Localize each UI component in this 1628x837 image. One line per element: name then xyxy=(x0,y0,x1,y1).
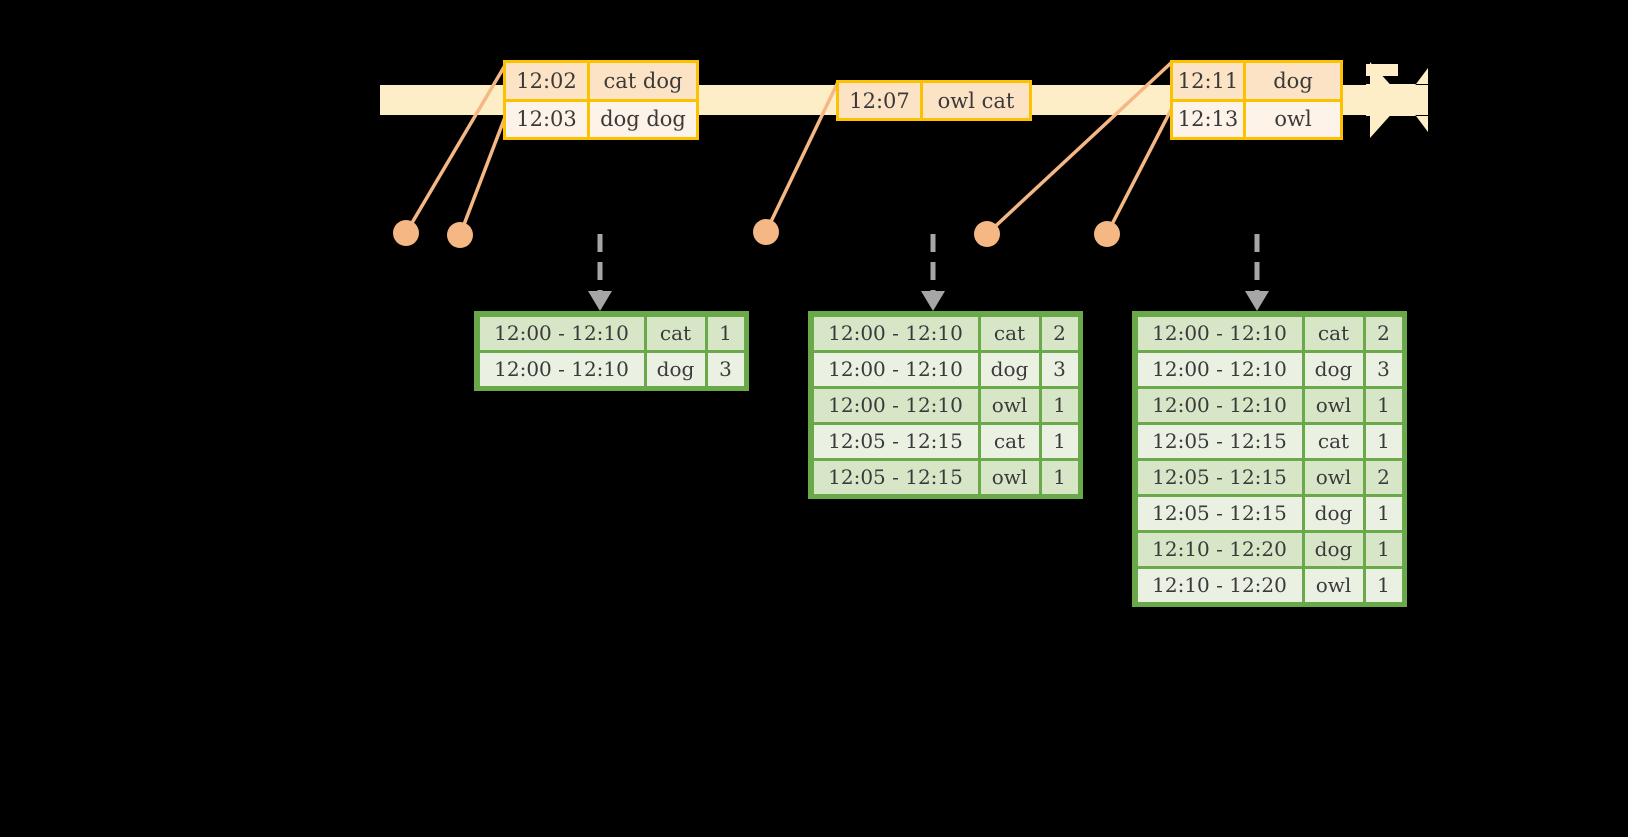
word-cell: owl xyxy=(1304,460,1363,494)
window-cell: 12:05 - 12:15 xyxy=(1137,460,1302,494)
word-cell: dog xyxy=(646,352,705,386)
table-row[interactable]: 12:00 - 12:10 owl 1 xyxy=(812,387,1079,423)
connector-dot-5 xyxy=(1094,221,1120,247)
connector-dot-2 xyxy=(447,222,473,248)
word-cell: owl xyxy=(980,460,1039,494)
result-table-2[interactable]: 12:00 - 12:10 cat 2 12:00 - 12:10 dog 3 … xyxy=(808,311,1083,499)
count-cell: 1 xyxy=(1365,568,1402,602)
table-row[interactable]: 12:00 - 12:10 owl 1 xyxy=(1136,387,1403,423)
count-cell: 3 xyxy=(707,352,744,386)
event-words: cat dog xyxy=(603,68,683,93)
table-row[interactable]: 12:05 - 12:15 dog 1 xyxy=(1136,495,1403,531)
window-cell: 12:05 - 12:15 xyxy=(813,424,978,458)
count-cell: 1 xyxy=(1041,460,1078,494)
event-group-3[interactable]: 12:11 dog 12:13 owl xyxy=(1170,60,1343,140)
event-row[interactable]: 12:13 owl xyxy=(1173,98,1340,137)
window-cell: 12:00 - 12:10 xyxy=(813,388,978,422)
word-cell: dog xyxy=(980,352,1039,386)
timeline-arrow-head-shape xyxy=(1366,64,1398,76)
window-cell: 12:05 - 12:15 xyxy=(813,460,978,494)
event-time: 12:03 xyxy=(506,101,590,137)
count-cell: 3 xyxy=(1365,352,1402,386)
count-cell: 2 xyxy=(1365,316,1402,350)
connector-dot-3 xyxy=(753,219,779,245)
word-cell: cat xyxy=(646,316,705,350)
table-row[interactable]: 12:00 - 12:10 dog 3 xyxy=(478,351,745,387)
count-cell: 1 xyxy=(1365,424,1402,458)
dashed-arrow-3 xyxy=(1245,234,1269,311)
result-table-3[interactable]: 12:00 - 12:10 cat 2 12:00 - 12:10 dog 3 … xyxy=(1132,311,1407,607)
event-group-2[interactable]: 12:07 owl cat xyxy=(836,80,1032,121)
event-time: 12:07 xyxy=(839,83,923,118)
event-time: 12:02 xyxy=(506,63,590,99)
connector-dot-1 xyxy=(393,220,419,246)
dashed-arrow-2 xyxy=(921,234,945,311)
count-cell: 1 xyxy=(1365,496,1402,530)
event-row[interactable]: 12:03 dog dog xyxy=(506,98,696,137)
word-cell: owl xyxy=(1304,388,1363,422)
dashed-arrow-1 xyxy=(588,234,612,311)
table-row[interactable]: 12:05 - 12:15 owl 1 xyxy=(812,459,1079,495)
window-cell: 12:00 - 12:10 xyxy=(1137,352,1302,386)
event-row[interactable]: 12:11 dog xyxy=(1173,63,1340,99)
count-cell: 1 xyxy=(707,316,744,350)
window-cell: 12:10 - 12:20 xyxy=(1137,568,1302,602)
window-cell: 12:00 - 12:10 xyxy=(1137,388,1302,422)
count-cell: 1 xyxy=(1365,532,1402,566)
word-cell: dog xyxy=(1304,496,1363,530)
window-cell: 12:05 - 12:15 xyxy=(1137,496,1302,530)
word-cell: cat xyxy=(1304,316,1363,350)
event-words: owl cat xyxy=(937,88,1015,113)
table-row[interactable]: 12:00 - 12:10 cat 2 xyxy=(812,315,1079,351)
window-cell: 12:10 - 12:20 xyxy=(1137,532,1302,566)
word-cell: cat xyxy=(1304,424,1363,458)
event-row[interactable]: 12:02 cat dog xyxy=(506,63,696,99)
window-cell: 12:00 - 12:10 xyxy=(813,316,978,350)
event-words: owl xyxy=(1274,107,1312,132)
table-row[interactable]: 12:05 - 12:15 cat 1 xyxy=(1136,423,1403,459)
count-cell: 3 xyxy=(1041,352,1078,386)
count-cell: 1 xyxy=(1041,388,1078,422)
event-time: 12:13 xyxy=(1173,101,1246,137)
word-cell: owl xyxy=(980,388,1039,422)
event-words: dog dog xyxy=(600,107,686,132)
window-cell: 12:05 - 12:15 xyxy=(1137,424,1302,458)
table-row[interactable]: 12:00 - 12:10 dog 3 xyxy=(812,351,1079,387)
word-cell: cat xyxy=(980,424,1039,458)
window-cell: 12:00 - 12:10 xyxy=(1137,316,1302,350)
event-row[interactable]: 12:07 owl cat xyxy=(839,83,1029,118)
window-cell: 12:00 - 12:10 xyxy=(813,352,978,386)
event-time: 12:11 xyxy=(1173,63,1246,99)
table-row[interactable]: 12:10 - 12:20 owl 1 xyxy=(1136,567,1403,603)
table-row[interactable]: 12:10 - 12:20 dog 1 xyxy=(1136,531,1403,567)
count-cell: 2 xyxy=(1041,316,1078,350)
count-cell: 1 xyxy=(1365,388,1402,422)
connector-dot-4 xyxy=(974,221,1000,247)
connector-line-5 xyxy=(1105,103,1176,235)
count-cell: 1 xyxy=(1041,424,1078,458)
table-row[interactable]: 12:00 - 12:10 dog 3 xyxy=(1136,351,1403,387)
event-words: dog xyxy=(1273,68,1313,93)
word-cell: dog xyxy=(1304,352,1363,386)
window-cell: 12:00 - 12:10 xyxy=(479,316,644,350)
result-table-1[interactable]: 12:00 - 12:10 cat 1 12:00 - 12:10 dog 3 xyxy=(474,311,749,391)
table-row[interactable]: 12:05 - 12:15 owl 2 xyxy=(1136,459,1403,495)
window-cell: 12:00 - 12:10 xyxy=(479,352,644,386)
table-row[interactable]: 12:00 - 12:10 cat 1 xyxy=(478,315,745,351)
table-row[interactable]: 12:05 - 12:15 cat 1 xyxy=(812,423,1079,459)
word-cell: dog xyxy=(1304,532,1363,566)
table-row[interactable]: 12:00 - 12:10 cat 2 xyxy=(1136,315,1403,351)
count-cell: 2 xyxy=(1365,460,1402,494)
word-cell: owl xyxy=(1304,568,1363,602)
word-cell: cat xyxy=(980,316,1039,350)
event-group-1[interactable]: 12:02 cat dog 12:03 dog dog xyxy=(503,60,699,140)
